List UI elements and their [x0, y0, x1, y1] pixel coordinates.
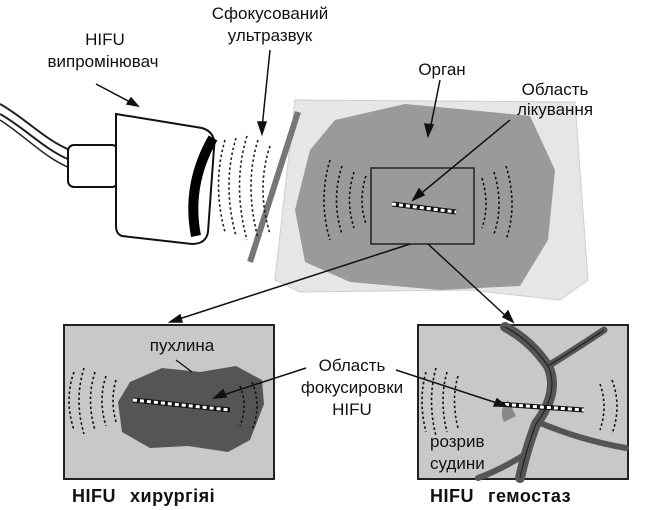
focus-area-label-line2: фокусировки [300, 378, 404, 397]
surgery-panel [63, 324, 275, 480]
skin-membrane [247, 111, 301, 263]
focused-ultrasound-label-line2: ультразвук [227, 26, 313, 45]
hemostasis-panel [417, 322, 629, 483]
treatment-area-label-line2: лікування [516, 100, 594, 119]
tumor-shape [118, 366, 264, 452]
organ-shape [295, 104, 555, 290]
focused-ultrasound-waves [217, 135, 271, 241]
surgery-caption: HIFU хирургіяі [72, 486, 215, 507]
tumor-label: пухлина [149, 336, 215, 355]
surgery-caption-a: HIFU [72, 486, 116, 506]
organ-label: Орган [418, 60, 466, 79]
transducer-cable [0, 103, 71, 151]
surgery-caption-b: хирургіяі [130, 486, 216, 506]
focused-ultrasound-label-line1: Сфокусований [211, 4, 329, 23]
hifu-transducer [67, 112, 218, 246]
transducer-label-line2: випромінювач [47, 52, 159, 71]
transducer-label-line1: HIFU [85, 30, 125, 49]
vessel-rupture-label-line2: судини [430, 454, 485, 473]
hemostasis-caption: HIFU гемостаз [430, 486, 571, 507]
hemostasis-caption-a: HIFU [430, 486, 474, 506]
callout-arrows [95, 49, 515, 324]
focus-area-label-line1: Область [318, 356, 386, 375]
hemostasis-caption-b: гемостаз [488, 486, 572, 506]
treatment-region-box [370, 167, 475, 245]
focus-area-label-line3: HIFU [332, 400, 372, 419]
vessel-rupture-label-line1: розрив [430, 432, 485, 451]
focusing-waves [323, 159, 513, 241]
treatment-area-label-line1: Область [521, 80, 589, 99]
